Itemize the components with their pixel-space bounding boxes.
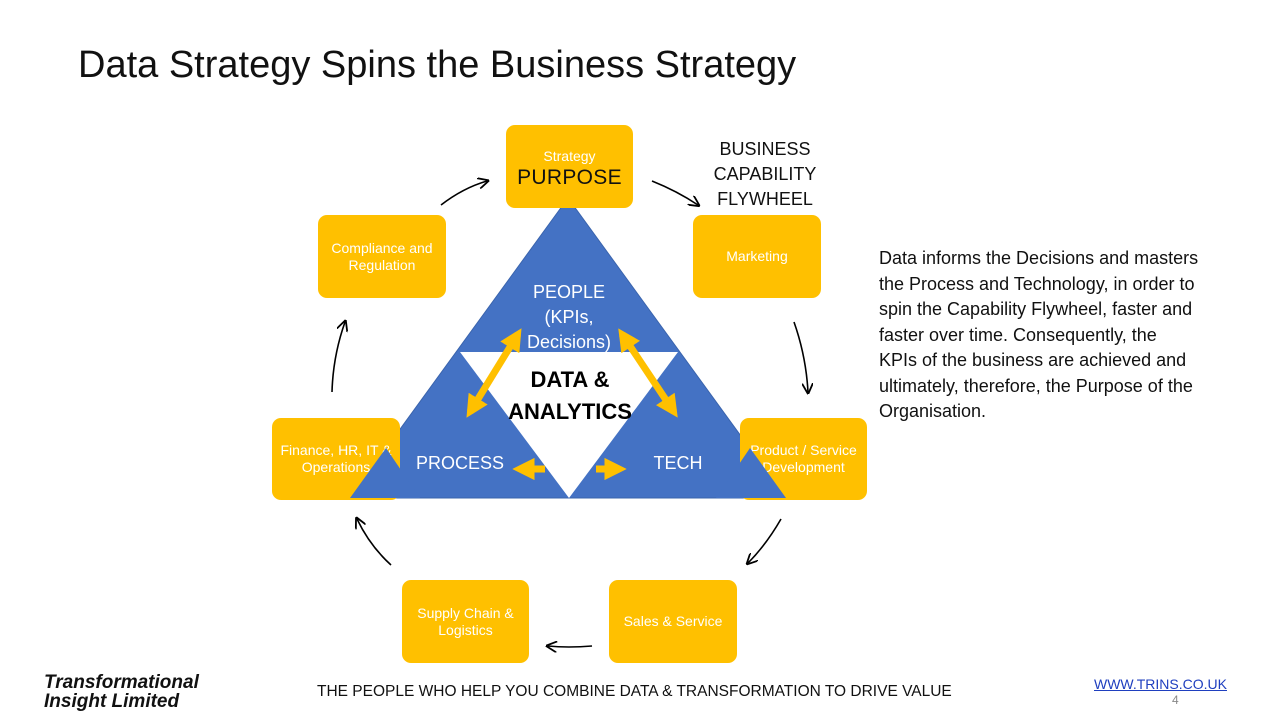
marketing-box: Marketing <box>693 215 821 298</box>
supply-label-line1: Supply Chain & <box>417 604 514 621</box>
compliance-label-line1: Compliance and <box>331 239 433 256</box>
flywheel-label: BUSINESS CAPABILITY FLYWHEEL <box>705 137 825 212</box>
people-label-line1: PEOPLE <box>532 282 606 302</box>
sales-service-box: Sales & Service <box>609 580 737 663</box>
people-label-line3: Decisions) <box>526 332 612 352</box>
compliance-label-line2: Regulation <box>348 256 416 273</box>
purpose-label: PURPOSE <box>517 165 622 189</box>
flywheel-label-line2: CAPABILITY <box>713 164 817 184</box>
strategy-label: Strategy <box>543 147 596 164</box>
brand-line1: Transformational <box>44 672 199 693</box>
flywheel-label-line1: BUSINESS <box>719 139 811 159</box>
tech-label: TECH <box>653 453 703 473</box>
center-label-line1: DATA & <box>530 367 610 392</box>
website-link[interactable]: WWW.TRINS.CO.UK <box>1094 676 1227 692</box>
slide-title: Data Strategy Spins the Business Strateg… <box>78 44 797 86</box>
data-analytics-label: DATA & ANALYTICS <box>490 364 650 428</box>
process-label: PROCESS <box>415 453 505 473</box>
finance-hr-it-box: Finance, HR, IT & Operations <box>272 418 400 500</box>
finance-label-line1: Finance, HR, IT & <box>280 442 392 458</box>
product-service-box: Product / Service Development <box>740 418 867 500</box>
marketing-label: Marketing <box>726 248 788 264</box>
company-logo-text: Transformational Insight Limited <box>44 673 199 711</box>
people-process-arrow <box>466 328 522 418</box>
arrow-finance-to-compliance <box>331 322 345 393</box>
page-number: 4 <box>1172 693 1179 707</box>
arrow-compliance-to-strategy <box>440 181 487 206</box>
people-tech-arrow <box>618 328 678 418</box>
flywheel-label-line3: FLYWHEEL <box>717 189 813 209</box>
sales-label: Sales & Service <box>623 613 723 629</box>
supply-chain-box: Supply Chain & Logistics <box>402 580 529 663</box>
product-label-line2: Development <box>762 459 845 475</box>
compliance-box: Compliance and Regulation <box>318 215 446 298</box>
people-label: PEOPLE (KPIs, Decisions) <box>519 280 619 355</box>
arrow-marketing-to-product <box>793 321 808 392</box>
supply-label-line2: Logistics <box>438 621 493 638</box>
people-label-line2: (KPIs, <box>544 307 594 327</box>
explanation-text: Data informs the Decisions and masters t… <box>879 248 1199 421</box>
interaction-arrows <box>466 328 678 481</box>
arrow-sales-to-supply <box>548 646 593 647</box>
strategy-box: Strategy PURPOSE <box>506 125 633 208</box>
cycle-arrows <box>331 180 808 647</box>
footer-tagline: THE PEOPLE WHO HELP YOU COMBINE DATA & T… <box>317 683 952 700</box>
finance-label-line2: Operations <box>301 459 371 475</box>
center-label-line2: ANALYTICS <box>508 399 632 424</box>
arrow-strategy-to-marketing <box>651 180 698 205</box>
arrow-product-to-sales <box>748 518 782 563</box>
brand-line2: Insight Limited <box>44 691 180 712</box>
product-label-line1: Product / Service <box>750 442 857 458</box>
arrow-supply-to-finance <box>357 519 392 566</box>
